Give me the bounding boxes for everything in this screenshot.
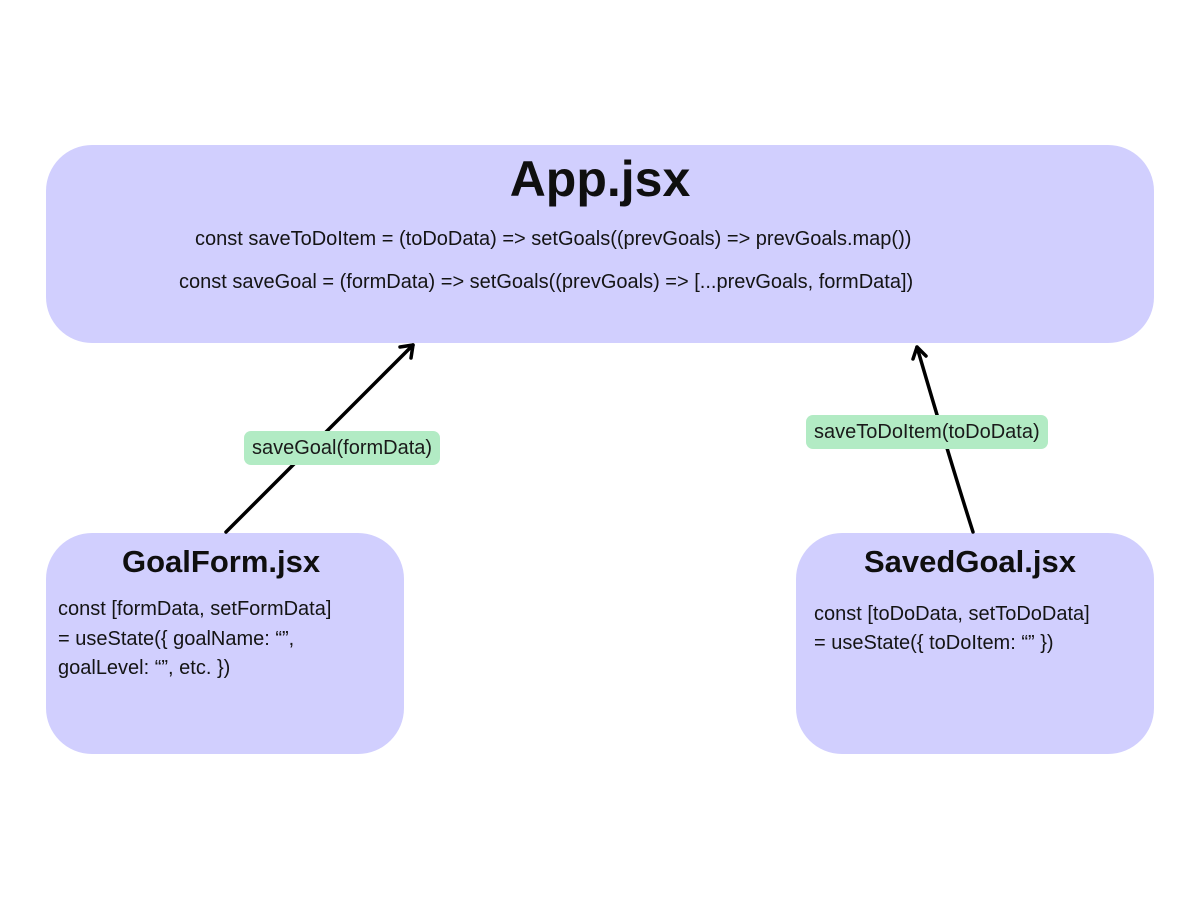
goal-form-to-app-arrowhead (398, 343, 415, 360)
saved-goal-code-line: = useState({ toDoItem: “” }) (814, 632, 1054, 654)
save-todo-item-edge-label: saveToDoItem(toDoData) (806, 415, 1048, 449)
saved-goal-code-line: const [toDoData, setToDoData] (814, 603, 1090, 625)
saved-goal-component-box (796, 533, 1154, 754)
save-goal-edge-label: saveGoal(formData) (244, 431, 441, 465)
goal-form-component-title: GoalForm.jsx (122, 544, 321, 579)
saved-goal-component-title: SavedGoal.jsx (864, 544, 1076, 579)
goal-form-code-line: const [formData, setFormData] (58, 598, 332, 620)
app-save-todo-item-code: const saveToDoItem = (toDoData) => setGo… (195, 228, 912, 250)
app-component-title: App.jsx (509, 151, 691, 207)
goal-form-code-line: goalLevel: “”, etc. }) (58, 657, 231, 679)
app-save-goal-code: const saveGoal = (formData) => setGoals(… (179, 271, 914, 293)
app-component-box (46, 145, 1154, 343)
saved-goal-to-app-arrowhead (911, 345, 928, 361)
goal-form-component-box (46, 533, 404, 754)
goal-form-code-line: = useState({ goalName: “”, (58, 628, 295, 650)
